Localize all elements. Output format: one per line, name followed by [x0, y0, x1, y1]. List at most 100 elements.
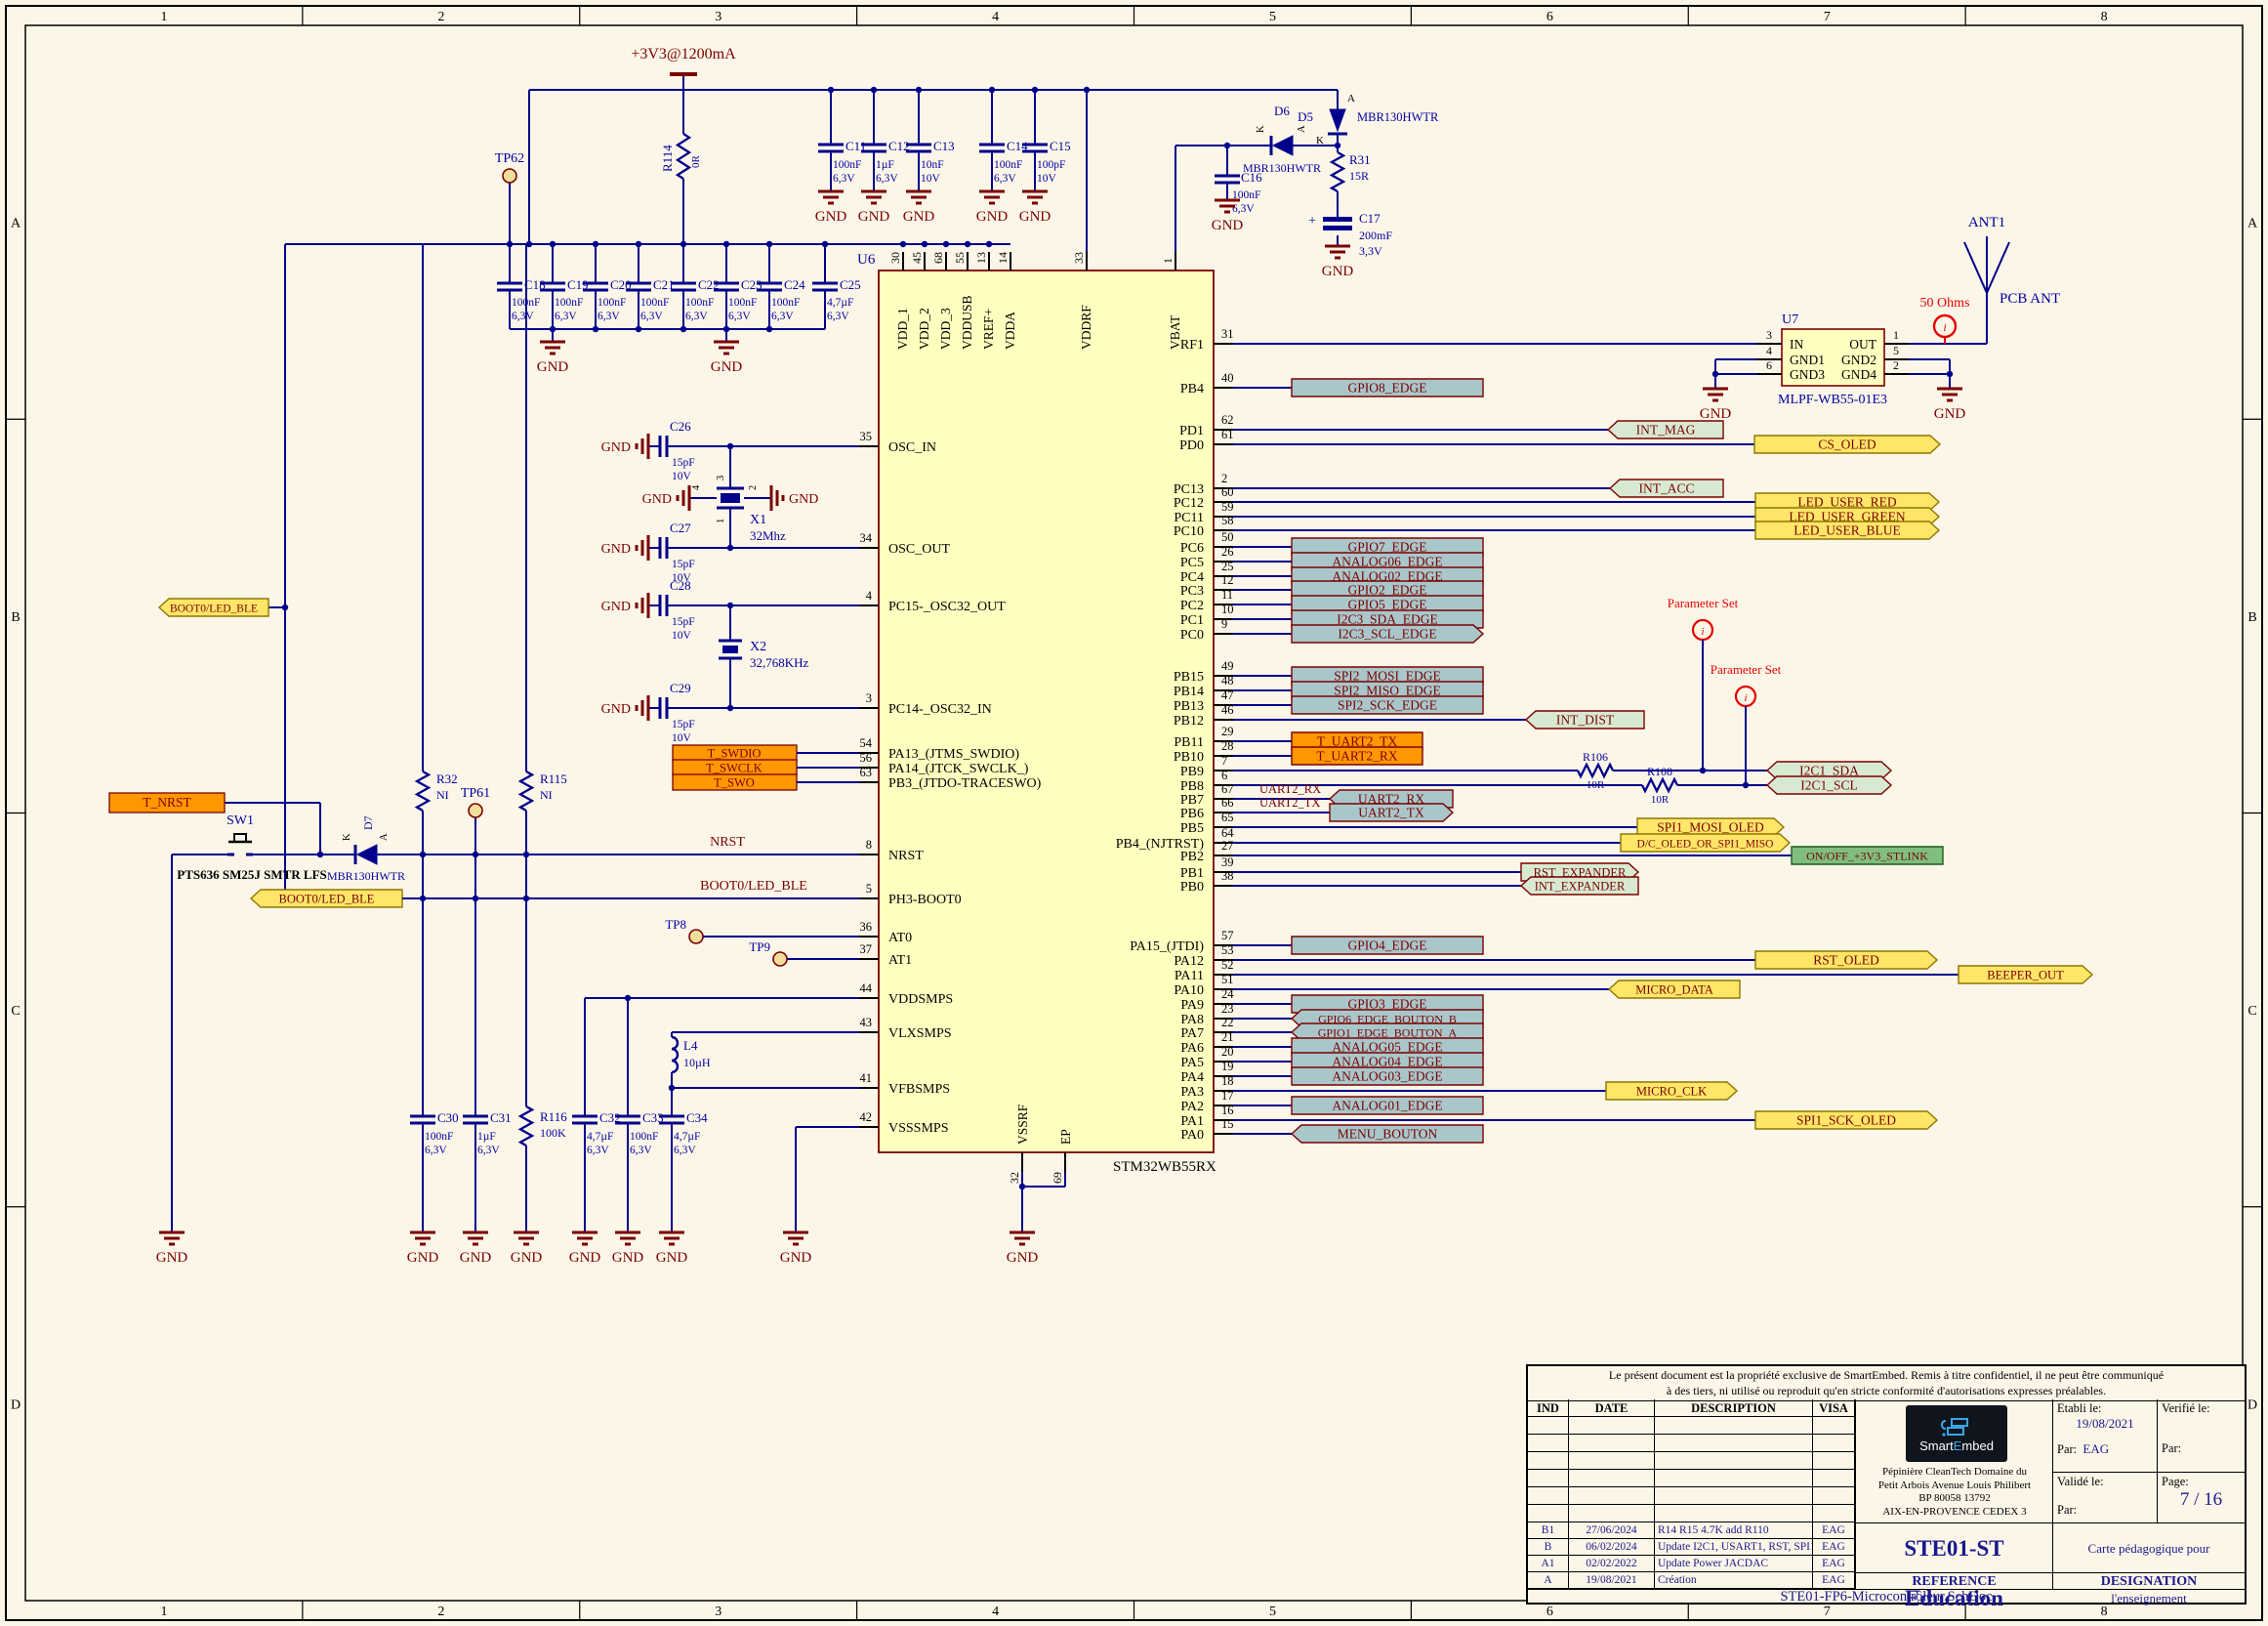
swd-label-T_SWO[interactable]: T_SWO — [672, 773, 798, 791]
net-flag-D/C_OLED_OR_SPI1_MISO[interactable]: D/C_OLED_OR_SPI1_MISO — [1620, 833, 1792, 853]
flag-shape[interactable] — [1291, 1096, 1484, 1115]
flag-shape[interactable] — [1754, 521, 1941, 540]
flag-shape[interactable] — [1791, 846, 1944, 865]
net-flag-ANALOG04_EDGE[interactable]: ANALOG04_EDGE — [1291, 1052, 1484, 1071]
net-flag-SPI2_MISO_EDGE[interactable]: SPI2_MISO_EDGE — [1291, 681, 1484, 700]
net-flag-MICRO_DATA[interactable]: MICRO_DATA — [1607, 980, 1741, 999]
flag-shape[interactable] — [1291, 378, 1484, 397]
net-flag-BEEPER_OUT[interactable]: BEEPER_OUT — [1958, 965, 2094, 984]
net-flag-SPI2_SCK_EDGE[interactable]: SPI2_SCK_EDGE — [1291, 695, 1484, 715]
flag-shape[interactable] — [1620, 833, 1792, 853]
net-flag-LED_USER_RED[interactable]: LED_USER_RED — [1754, 492, 1941, 512]
net-flag-CS_OLED[interactable]: CS_OLED — [1753, 435, 1942, 454]
crystal-body[interactable] — [722, 646, 738, 653]
flag-shape[interactable] — [1291, 624, 1485, 644]
net-flag-GPIO8_EDGE[interactable]: GPIO8_EDGE — [1291, 378, 1484, 397]
net-flag-INT_EXPANDER[interactable]: INT_EXPANDER — [1519, 876, 1639, 896]
net-flag-ANALOG06_EDGE[interactable]: ANALOG06_EDGE — [1291, 552, 1484, 571]
flag-shape[interactable] — [1607, 980, 1741, 999]
flag-shape[interactable] — [1291, 609, 1484, 629]
diode-body[interactable] — [355, 844, 378, 865]
flag-shape[interactable] — [1754, 950, 1939, 970]
testpoint-pad[interactable] — [772, 951, 788, 967]
flag-shape[interactable] — [1606, 420, 1724, 439]
inductor-body[interactable] — [671, 1035, 680, 1074]
net-flag-ON/OFF_+3V3_STLINK[interactable]: ON/OFF_+3V3_STLINK — [1791, 846, 1944, 865]
flag-shape[interactable] — [108, 792, 226, 813]
flag-shape[interactable] — [1524, 710, 1645, 730]
flag-shape[interactable] — [1291, 1066, 1484, 1086]
net-flag-GPIO4_EDGE[interactable]: GPIO4_EDGE — [1291, 936, 1484, 955]
net-flag-T_NRST[interactable]: T_NRST — [108, 792, 226, 813]
net-flag-I2C3_SDA_EDGE[interactable]: I2C3_SDA_EDGE — [1291, 609, 1484, 629]
net-flag-INT_ACC[interactable]: INT_ACC — [1608, 479, 1724, 498]
component-body[interactable] — [1781, 328, 1885, 387]
net-flag-UART2_TX[interactable]: UART2_TX — [1329, 803, 1455, 822]
crystal-body[interactable] — [721, 493, 740, 503]
net-flag-I2C3_SCL_EDGE[interactable]: I2C3_SCL_EDGE — [1291, 624, 1485, 644]
flag-shape[interactable] — [1329, 803, 1455, 822]
net-flag-T_UART2_RX[interactable]: T_UART2_RX — [1291, 746, 1423, 766]
flag-shape[interactable] — [1608, 479, 1724, 498]
net-flag-MENU_BOUTON[interactable]: MENU_BOUTON — [1290, 1124, 1484, 1144]
net-flag-RST_OLED[interactable]: RST_OLED — [1754, 950, 1939, 970]
net-flag-ANALOG05_EDGE[interactable]: ANALOG05_EDGE — [1291, 1037, 1484, 1057]
flag-shape[interactable] — [1636, 817, 1786, 837]
net-flag-MICRO_CLK[interactable]: MICRO_CLK — [1605, 1081, 1739, 1101]
flag-shape[interactable] — [1754, 1110, 1939, 1130]
net-flag-GPIO2_EDGE[interactable]: GPIO2_EDGE — [1291, 580, 1484, 600]
switch-actuator[interactable] — [233, 833, 247, 843]
flag-shape[interactable] — [157, 598, 269, 617]
flag-shape[interactable] — [1753, 435, 1942, 454]
swd-label-T_SWCLK[interactable]: T_SWCLK — [672, 759, 798, 776]
testpoint-pad[interactable] — [468, 803, 483, 818]
net-flag-I2C1_SCL[interactable]: I2C1_SCL — [1765, 775, 1893, 795]
net-flag-INT_DIST[interactable]: INT_DIST — [1524, 710, 1645, 730]
flag-shape[interactable] — [1291, 936, 1484, 955]
net-flag-GPIO3_EDGE[interactable]: GPIO3_EDGE — [1291, 994, 1484, 1014]
diode-body[interactable] — [1329, 108, 1346, 133]
testpoint-pad[interactable] — [502, 168, 517, 184]
diode-body[interactable] — [1271, 135, 1294, 156]
net-flag-LED_USER_BLUE[interactable]: LED_USER_BLUE — [1754, 521, 1941, 540]
net-flag-INT_MAG[interactable]: INT_MAG — [1606, 420, 1724, 439]
net-flag-GPIO7_EDGE[interactable]: GPIO7_EDGE — [1291, 537, 1484, 557]
flag-shape[interactable] — [1291, 695, 1484, 715]
ic-u6[interactable]: U6STM32WB55RX30VDD_145VDD_268VDD_355VDDU… — [377, 252, 1959, 1184]
net-flag-SPI1_SCK_OLED[interactable]: SPI1_SCK_OLED — [1754, 1110, 1939, 1130]
flag-shape[interactable] — [1605, 1081, 1739, 1101]
flag-shape[interactable] — [1290, 1124, 1484, 1144]
net-flag-SPI1_MOSI_OLED[interactable]: SPI1_MOSI_OLED — [1636, 817, 1786, 837]
flag-shape[interactable] — [1958, 965, 2094, 984]
flag-shape[interactable] — [1765, 775, 1893, 795]
net-flag-BOOT0/LED_BLE[interactable]: BOOT0/LED_BLE — [249, 889, 403, 908]
net-flag-ANALOG03_EDGE[interactable]: ANALOG03_EDGE — [1291, 1066, 1484, 1086]
